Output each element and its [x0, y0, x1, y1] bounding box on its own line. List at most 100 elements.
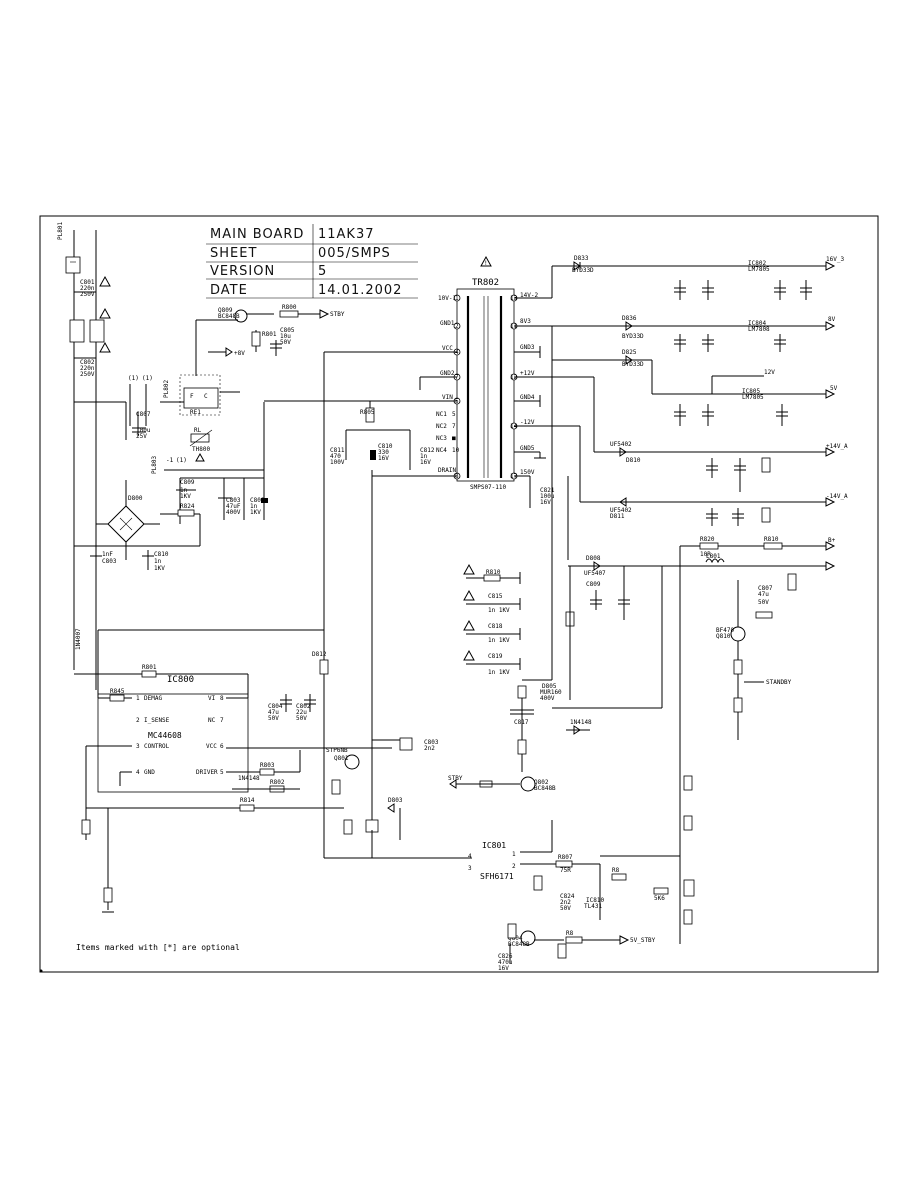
svg-text:C815: C815 [488, 593, 503, 600]
svg-text:4: 4 [468, 853, 472, 860]
svg-text:(1): (1) [128, 375, 139, 382]
svg-text:25V: 25V [136, 433, 147, 440]
ic800-part: MC44608 [148, 731, 182, 740]
connector-pl802: PL802 [163, 380, 170, 398]
secondary-outputs: D833 BYD33D IC802 LM7805 16V_3 D836 BYD3… [514, 255, 848, 944]
tr-pin-drain: DRAIN [438, 467, 456, 474]
svg-text:STBY: STBY [448, 775, 463, 782]
svg-text:R807: R807 [558, 854, 573, 861]
ic800-pin3: CONTROL [144, 743, 170, 750]
sheet-frame [39, 215, 879, 973]
ic800-pin4: GND [144, 769, 155, 776]
svg-text:C802: C802 [80, 359, 95, 366]
svg-text:1N4148: 1N4148 [570, 719, 592, 726]
tr-pin-nc3: NC3 [436, 435, 447, 442]
svg-text:14: 14 [510, 423, 518, 430]
ic800-pin7: NC [208, 717, 216, 724]
svg-text:R803: R803 [260, 762, 275, 769]
svg-text:IC805: IC805 [742, 388, 760, 395]
svg-text:1nF: 1nF [102, 551, 113, 558]
svg-text:1KV: 1KV [154, 565, 165, 572]
tr-pin-gnd3: GND3 [520, 344, 535, 351]
tr-pin-150v: 150V [520, 469, 535, 476]
svg-text:13: 13 [510, 295, 518, 302]
svg-text:C807: C807 [758, 585, 773, 592]
svg-text:BYD33D: BYD33D [622, 361, 644, 368]
svg-text:50V: 50V [296, 715, 307, 722]
connector-pl803: PL803 [151, 456, 158, 474]
svg-text:D810: D810 [626, 457, 641, 464]
svg-text:BC848B: BC848B [508, 941, 530, 948]
svg-text:C803: C803 [424, 739, 439, 746]
title-label-mainboard: MAIN BOARD [210, 227, 304, 242]
svg-text:D808: D808 [586, 555, 601, 562]
transformer-right-pins: 13 14V-2 11 8V3 GND3 12 +12V GND4 14 -12… [510, 292, 538, 480]
svg-text:1N4148: 1N4148 [238, 775, 260, 782]
svg-text:1n: 1n [250, 503, 258, 510]
svg-text:BYD33D: BYD33D [622, 333, 644, 340]
svg-text:17: 17 [510, 473, 518, 480]
ic800-controller: IC800 MC44608 1 DEMAG 2 I_SENSE 3 CONTRO… [74, 628, 392, 913]
svg-text:C: C [204, 393, 208, 400]
svg-text:2: 2 [512, 863, 516, 870]
svg-text:3: 3 [468, 865, 472, 872]
svg-text:L801: L801 [706, 553, 721, 560]
svg-text:Q804: Q804 [508, 935, 523, 942]
tr-pin-gnd1: GND1 [440, 320, 455, 327]
svg-text:C818: C818 [488, 623, 503, 630]
thermistor-label: RL [194, 427, 202, 434]
svg-text:C807: C807 [136, 411, 151, 418]
svg-text:R810: R810 [764, 536, 779, 543]
transformer-left-pins: 1 10V-1 2 GND1 4 VCC 7 GND2 5 VIN NC1 5 … [436, 294, 461, 480]
svg-text:F: F [190, 393, 194, 400]
tr-pin-14v2: 14V-2 [520, 292, 538, 299]
svg-text:100u: 100u [540, 493, 555, 500]
title-value-mainboard: 11AK37 [318, 227, 375, 242]
svg-text:UF5407: UF5407 [584, 570, 606, 577]
ic800-pin2-num: 2 [136, 717, 140, 724]
svg-text:IC804: IC804 [748, 320, 766, 327]
svg-text:1n 1KV: 1n 1KV [488, 637, 510, 644]
svg-text:!: ! [484, 260, 488, 267]
frame-corner-dot [39, 969, 43, 973]
svg-text:C812: C812 [420, 447, 435, 454]
svg-text:UF5402: UF5402 [610, 441, 632, 448]
ic800-pin3-num: 3 [136, 743, 140, 750]
tr-pin-12v: +12V [520, 370, 535, 377]
standby-relay-section: Q809 BC848B R800 STBY R801 C805 10u 50V … [195, 304, 345, 376]
ic800-pin1: DEMAG [144, 695, 162, 702]
title-value-version: 5 [318, 264, 327, 279]
svg-text:C826: C826 [498, 953, 513, 960]
svg-text:47u: 47u [268, 709, 279, 716]
svg-text:D836: D836 [622, 315, 637, 322]
ic800-pin5-num: 5 [220, 769, 224, 776]
svg-text:C809: C809 [586, 581, 601, 588]
output-filter-caps [674, 280, 812, 526]
ic810-ref: IC810 [586, 897, 604, 904]
svg-text:50V: 50V [280, 339, 291, 346]
svg-text:R800: R800 [282, 304, 297, 311]
svg-text:D811: D811 [610, 513, 625, 520]
svg-text:R814: R814 [240, 797, 255, 804]
ic800-pin6: VCC [206, 743, 217, 750]
output-12v: 12V [764, 369, 775, 376]
svg-text:2: 2 [455, 323, 459, 330]
svg-text:C824: C824 [560, 893, 575, 900]
svg-text:5K6: 5K6 [654, 895, 665, 902]
title-label-sheet: SHEET [210, 246, 257, 261]
svg-text:2n2: 2n2 [424, 745, 435, 752]
svg-text:1n: 1n [154, 558, 162, 565]
svg-text:(1): (1) [142, 375, 153, 382]
svg-text:C804: C804 [268, 703, 283, 710]
svg-text:C809: C809 [180, 479, 195, 486]
svg-text:47u: 47u [758, 591, 769, 598]
svg-text:R845: R845 [110, 688, 125, 695]
ic800-pin2: I_SENSE [144, 717, 170, 724]
svg-text:R801: R801 [262, 331, 277, 338]
ic800-pin8-num: 8 [220, 695, 224, 702]
svg-text:12: 12 [510, 374, 518, 381]
tr-pin-vin: VIN [442, 394, 453, 401]
svg-text:R802: R802 [270, 779, 285, 786]
svg-text:C819: C819 [488, 653, 503, 660]
